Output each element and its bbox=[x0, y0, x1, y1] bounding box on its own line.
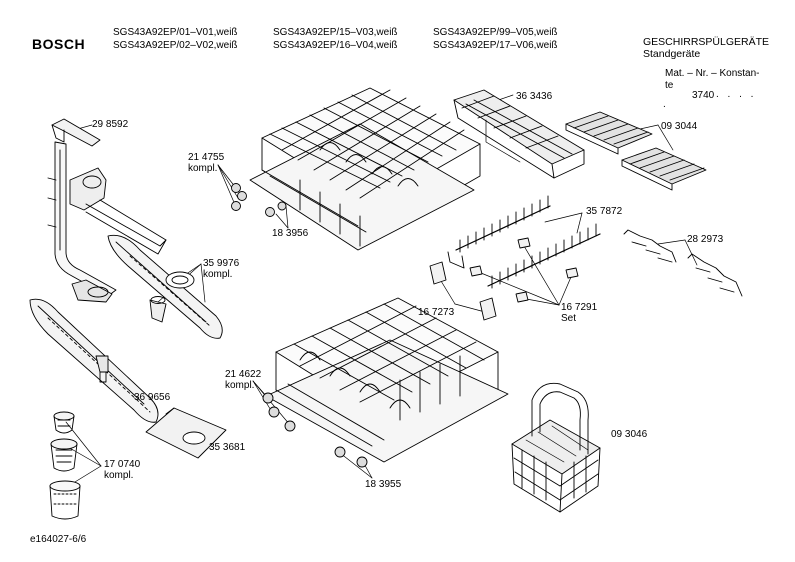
part-label-214755-sub: kompl. bbox=[188, 163, 218, 174]
part-label-363436: 36 3436 bbox=[516, 91, 553, 102]
category-title: GESCHIRRSPÜLGERÄTE bbox=[643, 36, 770, 48]
part-label-170740: 17 0740 bbox=[104, 459, 141, 470]
upper-spray-arm bbox=[108, 235, 222, 338]
leader-lines bbox=[66, 95, 697, 485]
lower-spray-arm bbox=[30, 299, 158, 422]
category-block: GESCHIRRSPÜLGERÄTE Standgeräte bbox=[643, 36, 769, 60]
model-item: SGS43A92EP/17–V06,weiß bbox=[433, 39, 558, 51]
model-item: SGS43A92EP/99–V05,weiß bbox=[433, 27, 558, 38]
cutlery-basket bbox=[512, 383, 600, 512]
model-item: SGS43A92EP/02–V02,weiß bbox=[113, 39, 238, 51]
material-number-line2: te bbox=[665, 80, 674, 91]
part-label-170740-sub: kompl. bbox=[104, 470, 134, 481]
material-number-header: Mat. – Nr. – Konstan- te bbox=[665, 68, 775, 92]
rack-clips bbox=[430, 238, 578, 320]
tine-racks bbox=[448, 196, 600, 288]
model-item: SGS43A92EP/16–V04,weiß bbox=[273, 39, 398, 51]
placeholder-dot: . bbox=[663, 99, 666, 110]
part-label-298592: 29 8592 bbox=[92, 119, 129, 130]
part-label-359976-sub: kompl. bbox=[203, 269, 233, 280]
part-label-183955: 18 3955 bbox=[365, 479, 402, 490]
cup-rack bbox=[624, 230, 742, 296]
model-item: SGS43A92EP/01–V01,weiß bbox=[113, 27, 238, 38]
model-item: SGS43A92EP/15–V03,weiß bbox=[273, 27, 398, 38]
part-label-359976: 35 9976 bbox=[203, 258, 240, 269]
part-label-167273: 16 7273 bbox=[418, 307, 455, 318]
material-number-line1: Mat. – Nr. – Konstan- bbox=[665, 68, 760, 79]
part-label-353681: 35 3681 bbox=[209, 442, 246, 453]
part-label-183956: 18 3956 bbox=[272, 228, 309, 239]
placeholder-dots: . . . . bbox=[716, 89, 757, 100]
part-label-214622: 21 4622 bbox=[225, 369, 262, 380]
part-label-282973: 28 2973 bbox=[687, 234, 724, 245]
lower-basket-wheels bbox=[263, 393, 367, 467]
filter-cover-plate bbox=[146, 408, 226, 458]
part-label-167291-sub: Set bbox=[561, 313, 577, 324]
part-label-093044: 09 3044 bbox=[661, 121, 698, 132]
konstante-value: 3740 bbox=[692, 90, 715, 101]
part-label-214622-sub: kompl. bbox=[225, 380, 255, 391]
brand-logo: BOSCH bbox=[32, 36, 86, 52]
upper-basket bbox=[250, 88, 480, 250]
part-label-369656: 36 9656 bbox=[134, 392, 171, 403]
category-subtitle: Standgeräte bbox=[643, 48, 701, 60]
grate-pair bbox=[566, 112, 706, 190]
part-label-357872: 35 7872 bbox=[586, 206, 623, 217]
model-list: SGS43A92EP/01–V01,weiß SGS43A92EP/15–V03… bbox=[113, 27, 573, 52]
part-label-167291: 16 7291 bbox=[561, 302, 598, 313]
part-label-214755: 21 4755 bbox=[188, 152, 225, 163]
filter-set bbox=[50, 412, 80, 519]
part-label-093046: 09 3046 bbox=[611, 429, 648, 440]
upper-basket-wheels bbox=[232, 184, 287, 217]
supply-pipe bbox=[48, 119, 166, 302]
lower-basket bbox=[266, 298, 508, 462]
drawing-id: e164027-6/6 bbox=[30, 534, 87, 545]
cutlery-tray bbox=[454, 90, 584, 178]
